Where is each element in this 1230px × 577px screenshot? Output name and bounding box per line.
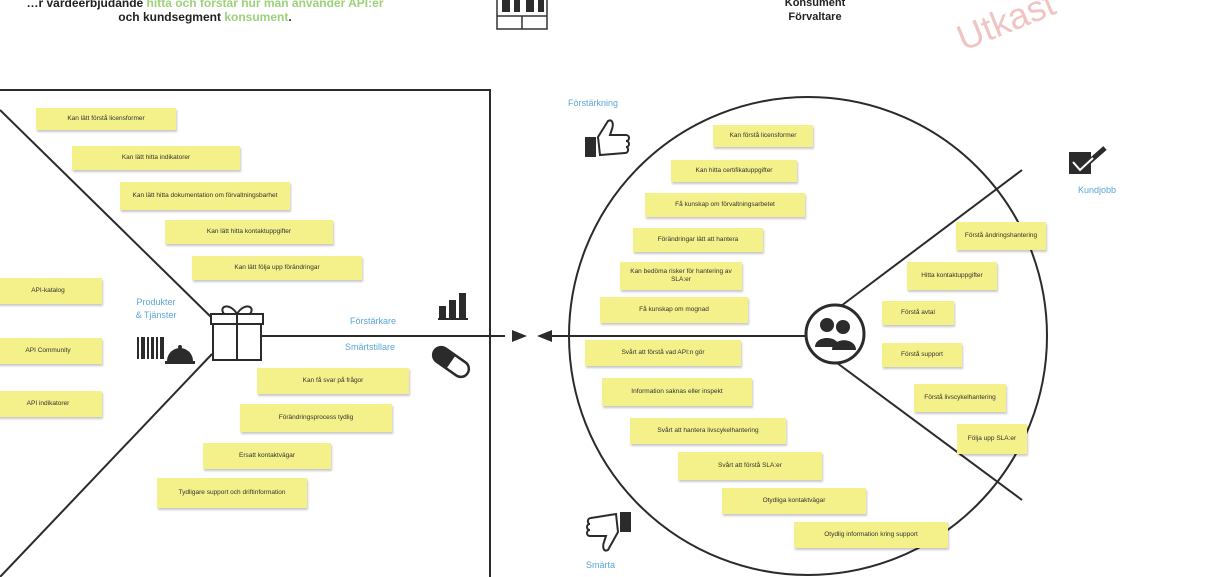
sticky-note: Förstå avtal xyxy=(882,301,954,325)
header-line2-suffix: . xyxy=(288,10,292,24)
sticky-note: API Community xyxy=(0,338,102,364)
sticky-note: Kan lätt hitta kontaktuppgifter xyxy=(165,220,333,244)
customer-jobs-label: Kundjobb xyxy=(1078,185,1117,195)
header-line2-prefix: och kundsegment xyxy=(118,10,221,24)
header-line1-prefix: …r värdeerbjudande xyxy=(26,0,144,10)
customer-segment-title: Konsument Förvaltare xyxy=(760,0,870,24)
header-line1-highlight: hitta och förstår hur man använder API:e… xyxy=(146,0,384,10)
sticky-note: Förändringar lätt att hantera xyxy=(633,228,763,252)
products-label: Produkter & Tjänster xyxy=(126,297,186,320)
checkbox-icon xyxy=(1069,146,1107,174)
sticky-note: Tydligare support och driftinformation xyxy=(157,478,307,508)
header-line2-highlight: konsument xyxy=(224,10,289,24)
sticky-note: Kan lätt hitta indikatorer xyxy=(72,146,240,170)
gain-creators-label: Förstärkare xyxy=(350,316,397,326)
sticky-note: Kan hitta certifikatuppgifter xyxy=(671,160,797,182)
sticky-note: Förstå livscykelhantering xyxy=(914,384,1006,412)
pain-relievers-label: Smärtstillare xyxy=(345,342,396,352)
people-icon xyxy=(804,303,866,365)
sticky-note: Hitta kontaktuppgifter xyxy=(907,262,997,290)
thumbs-down-icon xyxy=(586,512,631,552)
products-label-line1: Produkter xyxy=(136,297,176,307)
sticky-note: Svårt att förstå SLA:er xyxy=(678,452,822,480)
sticky-note: Svårt att förstå vad API:n gör xyxy=(585,340,741,366)
proposition-header: …r värdeerbjudande hitta och förstår hur… xyxy=(0,0,410,24)
sticky-note: Kan bedöma risker för hantering av SLA:e… xyxy=(620,262,742,290)
sticky-note: Kan lätt förstå licensformer xyxy=(36,108,176,130)
sticky-note: Kan få svar på frågor xyxy=(257,368,409,394)
sticky-note: API indikatorer xyxy=(0,391,102,417)
sticky-note: Ersatt kontaktvägar xyxy=(203,443,331,469)
bar-chart-icon xyxy=(438,293,468,320)
sticky-note: Förstå ändringshantering xyxy=(956,222,1046,250)
barcode-service-icon xyxy=(137,337,195,364)
sticky-note: Förstå support xyxy=(882,343,962,367)
pains-label: Smärta xyxy=(586,560,616,570)
gift-icon xyxy=(210,305,264,361)
sticky-note: API-katalog xyxy=(0,278,102,304)
segment-line2: Förvaltare xyxy=(788,11,842,23)
products-label-line2: & Tjänster xyxy=(135,310,177,320)
sticky-note: Kan förstå licensformer xyxy=(713,125,813,147)
sticky-note: Svårt att hantera livscykelhantering xyxy=(630,418,786,444)
sticky-note: Följa upp SLA:er xyxy=(957,424,1027,454)
sticky-note: Information saknas eller inspekt xyxy=(602,378,752,406)
sticky-note: Kan lätt hitta dokumentation om förvaltn… xyxy=(120,182,290,210)
gains-label: Förstärkning xyxy=(568,98,619,108)
sticky-note: Få kunskap om förvaltningsarbetet xyxy=(645,193,805,217)
grid-icon xyxy=(496,0,548,30)
sticky-note: Få kunskap om mognad xyxy=(600,297,748,323)
segment-line1: Konsument xyxy=(784,0,846,9)
sticky-note: Otydliga kontaktvägar xyxy=(722,488,866,514)
sticky-note: Kan lätt följa upp förändringar xyxy=(192,256,362,280)
thumbs-up-icon xyxy=(585,119,630,157)
sticky-note: Otydlig information kring support xyxy=(794,522,948,548)
sticky-note: Förändringsprocess tydlig xyxy=(240,404,392,432)
pill-icon xyxy=(431,345,471,379)
